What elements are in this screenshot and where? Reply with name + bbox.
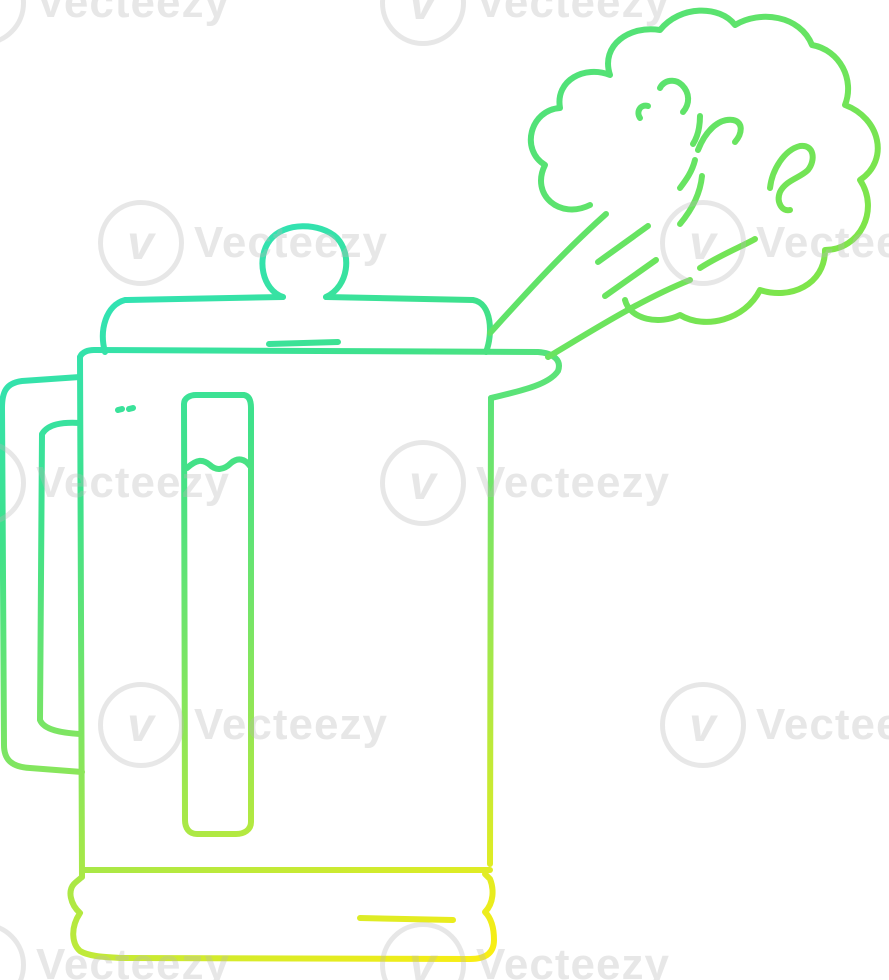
kettle-handle <box>0 374 85 775</box>
kettle-body <box>77 347 562 880</box>
lid-knob <box>259 223 350 300</box>
water-gauge <box>181 392 254 837</box>
kettle-base <box>67 871 497 962</box>
steam-cloud <box>487 7 881 360</box>
kettle-lid <box>99 294 493 355</box>
